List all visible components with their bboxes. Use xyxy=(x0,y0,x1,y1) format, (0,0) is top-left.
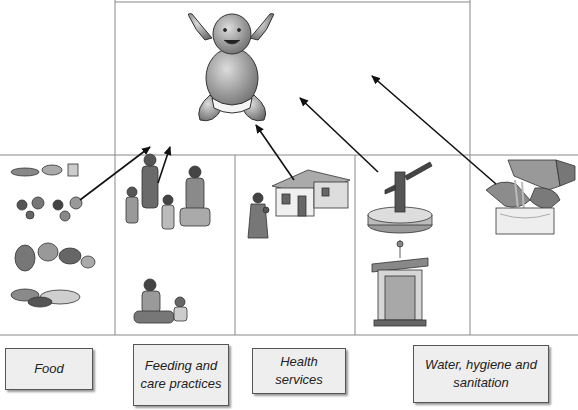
baby-figure-part xyxy=(212,98,252,113)
grid-lines-part xyxy=(0,335,578,336)
food-illustration-part xyxy=(11,168,39,176)
family-illustration-part xyxy=(134,311,174,323)
grid-lines-part xyxy=(235,155,236,335)
family-illustration-part xyxy=(144,154,156,166)
health-centre-illustration-part xyxy=(263,207,269,213)
baby-figure-part xyxy=(250,14,274,41)
family-illustration-part xyxy=(142,166,158,208)
food-illustration-part xyxy=(42,165,62,175)
health-centre-illustration-part xyxy=(253,193,263,203)
family-illustration-part xyxy=(163,195,173,205)
baby-figure-part xyxy=(224,29,227,32)
health-centre-illustration-part xyxy=(314,182,348,208)
family-illustration-part xyxy=(186,178,204,210)
food-illustration-part xyxy=(15,245,35,271)
pump-latrine-illustration-part xyxy=(378,270,422,320)
food-illustration-part xyxy=(26,211,34,219)
family-illustration-part xyxy=(180,208,210,226)
family-illustration-part xyxy=(127,187,137,197)
grid-lines-part xyxy=(470,0,471,335)
arrow-lines xyxy=(80,76,496,200)
arrow-lines-part xyxy=(372,76,496,184)
label-box: Feeding and care practices xyxy=(133,344,229,406)
baby-figure xyxy=(188,14,273,121)
pump-latrine-illustration-part xyxy=(385,185,395,194)
pump-latrine-illustration-part xyxy=(405,162,432,180)
food-illustration-part xyxy=(81,256,95,268)
arrow-lines-part xyxy=(80,147,150,200)
arrow-lines-part xyxy=(158,147,170,183)
arrow-lines-part xyxy=(256,125,294,180)
label-box: Food xyxy=(5,348,93,390)
handwashing-illustration-part xyxy=(530,188,560,210)
label-box: Water, hygiene and sanitation xyxy=(413,345,549,403)
handwashing-illustration-part xyxy=(496,208,554,234)
health-centre-illustration-part xyxy=(282,194,290,204)
family-illustration-part xyxy=(175,297,185,307)
pump-latrine-illustration xyxy=(368,162,432,326)
family-illustration-part xyxy=(144,279,156,291)
family-illustration-part xyxy=(142,291,160,313)
category-label: Health services xyxy=(259,353,339,389)
food-illustration-part xyxy=(59,248,81,264)
handwashing-illustration-part xyxy=(515,180,524,212)
health-centre-illustration-part xyxy=(298,196,306,216)
baby-figure-part xyxy=(238,29,241,32)
baby-figure-part xyxy=(188,14,212,41)
family-illustration-part xyxy=(189,166,201,178)
food-illustration-part xyxy=(70,197,82,209)
family-illustration-part xyxy=(162,205,174,229)
baby-figure-part xyxy=(224,40,240,44)
baby-figure-part xyxy=(213,14,251,54)
family-illustration-part xyxy=(126,197,138,223)
pump-latrine-illustration-part xyxy=(385,276,415,320)
grid-lines-part xyxy=(115,0,116,335)
pump-latrine-illustration-part xyxy=(395,172,405,212)
health-centre-illustration-part xyxy=(276,188,314,216)
handwashing-illustration-part xyxy=(556,160,575,186)
label-box: Health services xyxy=(252,348,346,394)
food-illustration-part xyxy=(38,243,58,261)
food-illustration-part xyxy=(68,164,78,176)
food-illustration-part xyxy=(28,297,52,307)
food-illustration-part xyxy=(60,211,70,221)
health-centre-illustration-part xyxy=(322,188,329,196)
food-illustration-part xyxy=(32,197,44,209)
category-label: Feeding and care practices xyxy=(140,357,222,393)
food-illustration-part xyxy=(17,200,27,210)
handwashing-illustration xyxy=(486,160,575,234)
health-centre-illustration xyxy=(248,170,350,238)
family-illustration xyxy=(126,154,210,323)
family-illustration-part xyxy=(174,307,187,321)
grid-lines-part xyxy=(355,155,356,335)
pump-latrine-illustration-part xyxy=(397,241,403,247)
food-illustration-part xyxy=(53,200,63,210)
category-label: Water, hygiene and sanitation xyxy=(420,356,542,392)
grid-lines-part xyxy=(0,155,578,156)
grid-lines-part xyxy=(115,2,470,3)
pump-latrine-illustration-part xyxy=(374,320,426,326)
grid-lines xyxy=(0,0,578,335)
category-label: Food xyxy=(34,360,64,378)
health-centre-illustration-part xyxy=(248,204,268,238)
food-illustration xyxy=(11,164,95,307)
arrow-lines-part xyxy=(300,98,378,172)
handwashing-illustration-part xyxy=(500,214,550,218)
